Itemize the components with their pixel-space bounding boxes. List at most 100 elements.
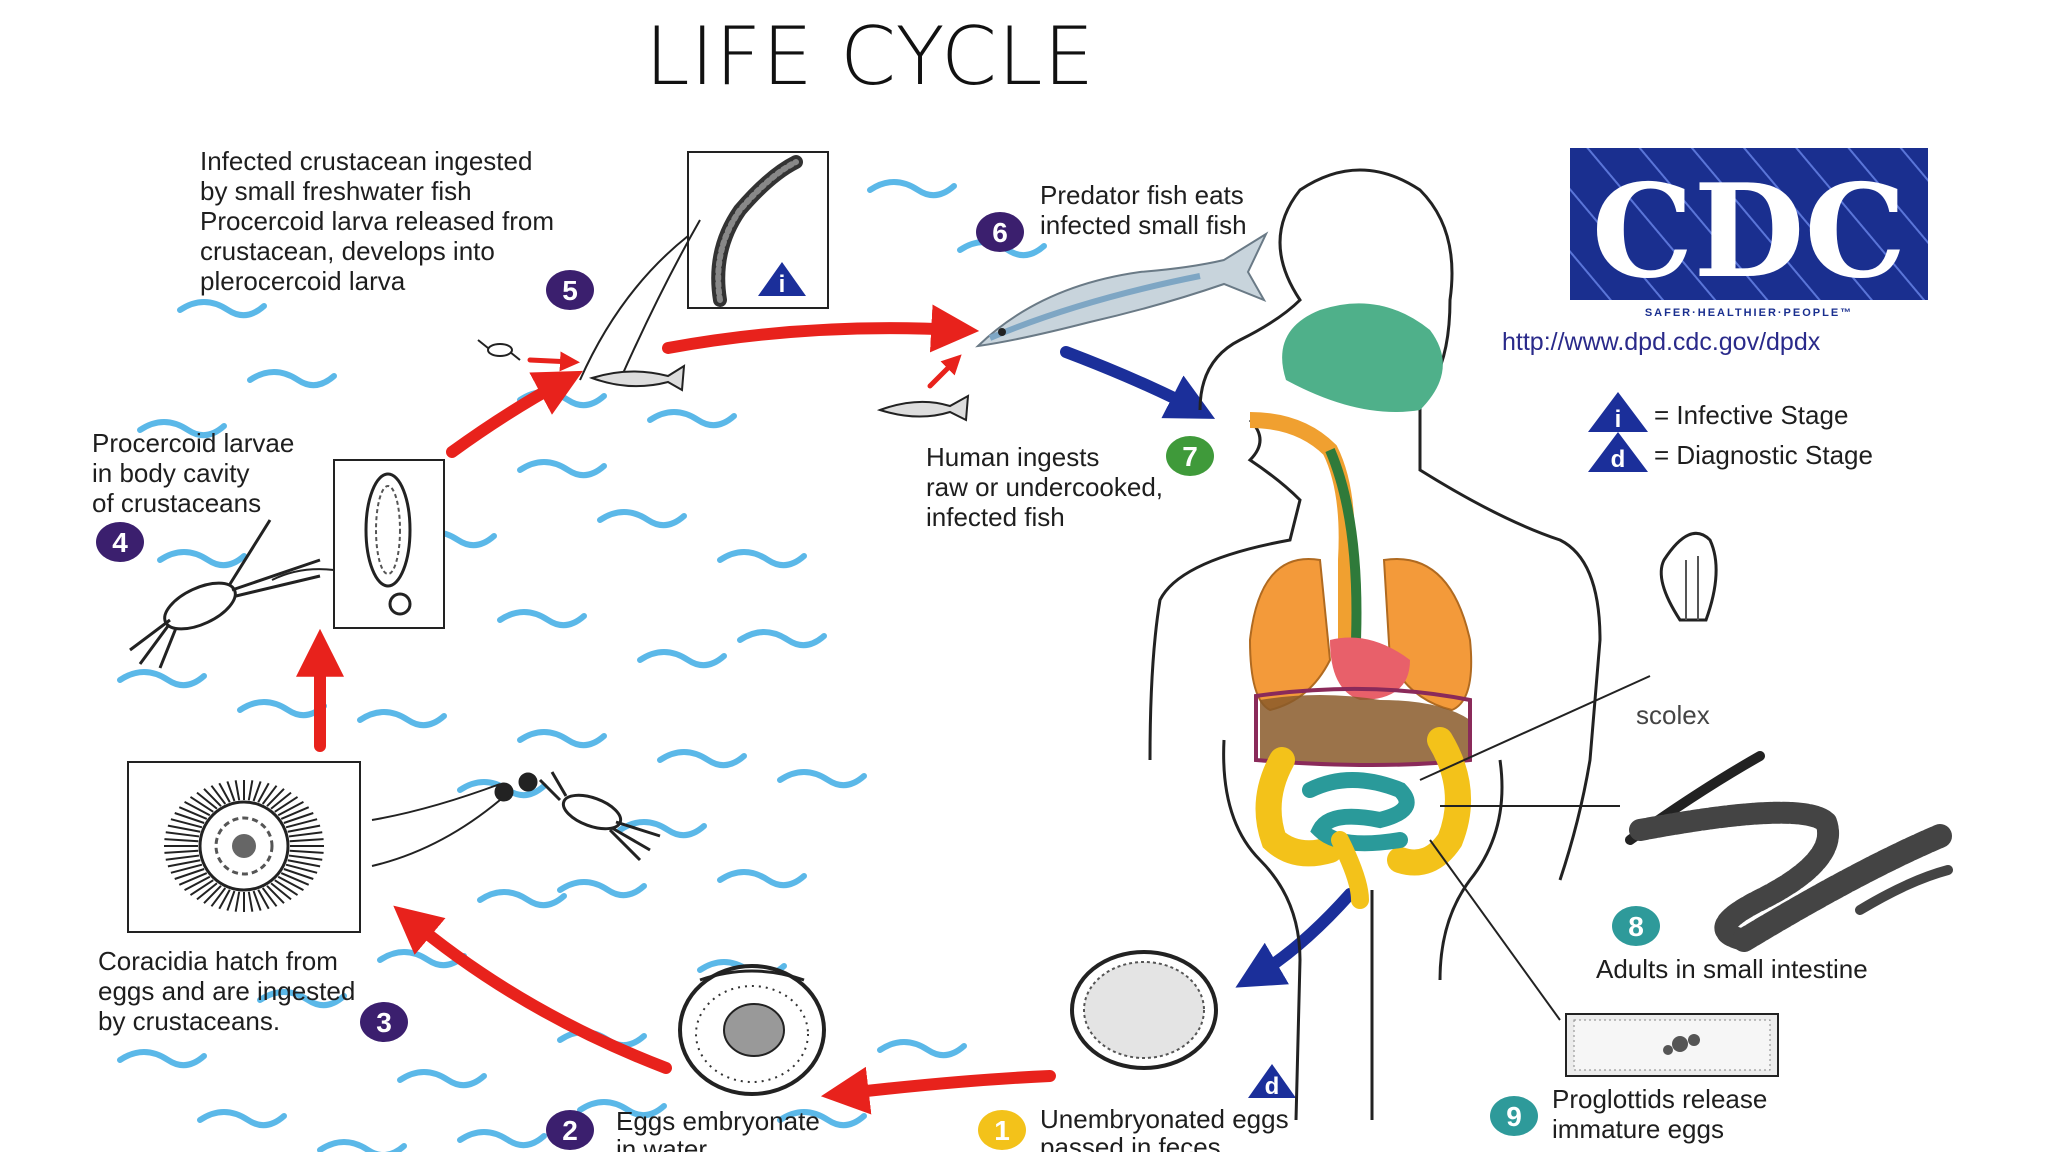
small-copepod bbox=[477, 339, 521, 361]
cilium bbox=[184, 800, 211, 817]
arrow-small-fish-to-predator bbox=[927, 354, 962, 389]
stage-label-line: eggs and are ingested bbox=[98, 976, 355, 1006]
stage-label-line: Human ingests bbox=[926, 442, 1099, 472]
stage-number: 8 bbox=[1628, 911, 1644, 942]
wave-stroke bbox=[867, 179, 957, 199]
cilium bbox=[289, 849, 324, 854]
wave-stroke bbox=[777, 769, 867, 789]
stage-label-line: Infected crustacean ingested bbox=[200, 146, 532, 176]
cilium bbox=[252, 890, 262, 911]
cilium bbox=[285, 818, 318, 829]
stage-label-line: Unembryonated eggs bbox=[1040, 1104, 1289, 1134]
wave-stroke bbox=[247, 369, 337, 389]
svg-text:i: i bbox=[1615, 406, 1622, 433]
stage-label-line: passed in feces bbox=[1040, 1132, 1221, 1152]
wave-stroke bbox=[577, 1099, 667, 1119]
cilium bbox=[165, 854, 200, 861]
small-freshwater-fish bbox=[588, 364, 686, 392]
wave-stroke bbox=[317, 1139, 407, 1152]
cilium bbox=[167, 824, 201, 833]
cilium bbox=[170, 863, 203, 874]
cilium bbox=[261, 887, 278, 907]
cilium bbox=[203, 885, 222, 904]
cycle-arrows bbox=[296, 304, 1356, 1115]
stage-number: 2 bbox=[562, 1115, 578, 1146]
cilium bbox=[280, 872, 310, 886]
cilium bbox=[288, 831, 323, 838]
callout-line-5 bbox=[579, 235, 689, 381]
stage-label-line: infected fish bbox=[926, 502, 1065, 532]
cilium bbox=[170, 818, 203, 829]
wave-stroke bbox=[177, 299, 267, 319]
stage-number: 9 bbox=[1506, 1101, 1522, 1132]
cilium bbox=[234, 780, 241, 801]
cdc-url-link[interactable]: http://www.dpd.cdc.gov/dpdx bbox=[1502, 328, 1821, 356]
cdc-tagline: SAFER·HEALTHIER·PEOPLE™ bbox=[1645, 307, 1853, 319]
proglottid-box bbox=[1565, 1013, 1779, 1077]
callout-line-3 bbox=[371, 799, 501, 867]
legend-diagnostic-label: = Diagnostic Stage bbox=[1654, 440, 1873, 470]
cilium bbox=[226, 890, 236, 911]
procercoid-larva-box bbox=[333, 459, 445, 629]
cdc-logo-letters: CDC bbox=[1592, 157, 1907, 307]
stage-badge bbox=[1166, 436, 1214, 476]
cilium bbox=[164, 849, 199, 854]
stage-label-line: plerocercoid larva bbox=[200, 266, 406, 296]
cilium bbox=[289, 838, 324, 843]
infective-triangle-icon bbox=[1588, 392, 1648, 432]
wave-stroke bbox=[777, 1109, 867, 1129]
cilium bbox=[280, 806, 310, 820]
stage-label-line: Predator fish eats bbox=[1040, 180, 1244, 210]
stage-number: 3 bbox=[376, 1007, 392, 1038]
unembryonated-egg: d bbox=[1070, 950, 1296, 1100]
arrow-6-to-7 bbox=[1060, 346, 1216, 419]
cilium bbox=[167, 859, 201, 868]
cilium bbox=[283, 812, 314, 824]
stage-number: 7 bbox=[1182, 441, 1198, 472]
wave-stroke bbox=[117, 669, 207, 689]
cilium bbox=[274, 796, 299, 813]
plerocercoid-larva-box: i bbox=[687, 151, 829, 309]
cilium bbox=[196, 791, 218, 810]
stage-label-line: of crustaceans bbox=[92, 488, 261, 518]
cilium bbox=[184, 875, 211, 892]
infective-triangle-icon bbox=[758, 262, 806, 296]
wave-stroke bbox=[117, 1049, 207, 1069]
cilium bbox=[189, 796, 214, 813]
cilium bbox=[218, 782, 231, 803]
stage-badge bbox=[546, 1110, 594, 1150]
diagnostic-triangle-icon bbox=[1248, 1064, 1296, 1098]
wave-stroke bbox=[237, 699, 327, 719]
wave-stroke bbox=[517, 729, 607, 749]
cdc-logo: CDC SAFER·HEALTHIER·PEOPLE™ bbox=[1570, 148, 1928, 319]
cilium bbox=[226, 781, 236, 802]
stage-label-line: infected small fish bbox=[1040, 210, 1247, 240]
stage-label-line: crustacean, develops into bbox=[200, 236, 495, 266]
stage-label-line: raw or undercooked, bbox=[926, 472, 1163, 502]
wave-stroke bbox=[517, 459, 607, 479]
wave-stroke bbox=[717, 549, 807, 569]
cilium bbox=[247, 780, 254, 801]
wave-stroke bbox=[157, 549, 247, 569]
stage-label-line: by small freshwater fish bbox=[200, 176, 472, 206]
cilium bbox=[283, 868, 314, 880]
wave-stroke bbox=[397, 1069, 487, 1089]
scolex-label: scolex bbox=[1636, 700, 1710, 730]
cilium bbox=[174, 812, 205, 824]
cilium bbox=[210, 887, 227, 907]
cilium bbox=[196, 882, 218, 901]
wave-stroke bbox=[257, 989, 347, 1009]
cilium bbox=[247, 891, 254, 912]
adult-tapeworm bbox=[1625, 751, 1953, 952]
human-figure bbox=[1148, 168, 1651, 1121]
cilium bbox=[270, 791, 292, 810]
stage-badge bbox=[978, 1110, 1026, 1150]
cilium bbox=[277, 875, 304, 892]
